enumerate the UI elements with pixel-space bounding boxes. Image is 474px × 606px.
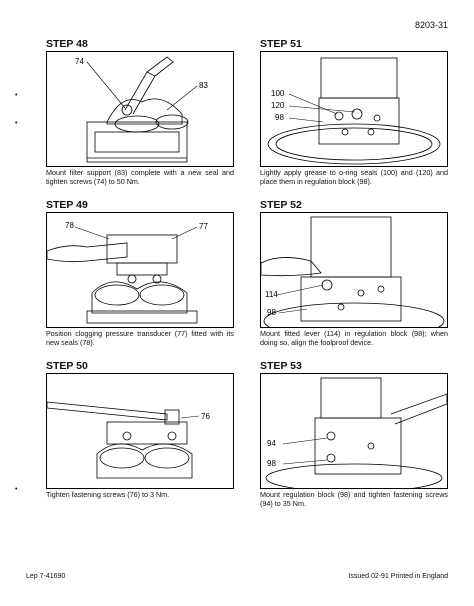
callout-label: 120 — [271, 101, 285, 110]
regulation-block-seals-illustration: 100 120 98 — [267, 57, 441, 165]
step-52: STEP 52 114 98 Mount fitted lever (114) … — [260, 199, 448, 347]
document-code: Lep 7-41690 — [26, 573, 66, 580]
step-caption: Mount filter support (83) complete with … — [46, 168, 234, 186]
step-title: STEP 52 — [260, 199, 302, 211]
step-51: STEP 51 100 120 98 Lightly a — [260, 38, 448, 186]
callout-label: 78 — [65, 221, 74, 230]
fitted-lever-illustration: 114 98 — [261, 216, 445, 327]
margin-mark: • — [15, 486, 18, 493]
step-53-figure: 94 98 — [260, 373, 448, 489]
step-51-figure: 100 120 98 — [260, 51, 448, 167]
step-title: STEP 49 — [46, 199, 88, 211]
callout-label: 77 — [199, 222, 208, 231]
step-48-figure: 74 83 — [46, 51, 234, 167]
callout-label: 100 — [271, 89, 285, 98]
step-title: STEP 51 — [260, 38, 302, 50]
step-caption: Tighten fastening screws (76) to 3 Nm. — [46, 490, 170, 499]
step-49: STEP 49 78 77 Position clogging pressure… — [46, 199, 234, 347]
callout-label: 98 — [275, 113, 284, 122]
step-50: STEP 50 76 Tighten fastening screws (76)… — [46, 360, 234, 500]
fastening-screws-illustration: 76 — [47, 401, 210, 479]
step-title: STEP 48 — [46, 38, 88, 50]
filter-support-illustration: 74 83 — [75, 56, 208, 163]
step-title: STEP 50 — [46, 360, 88, 372]
margin-mark: • — [15, 92, 18, 99]
callout-label: 98 — [267, 308, 276, 317]
callout-label: 74 — [75, 57, 84, 66]
callout-label: 83 — [199, 81, 208, 90]
regulation-block-mount-illustration: 94 98 — [265, 377, 447, 488]
callout-label: 76 — [201, 412, 210, 421]
step-50-figure: 76 — [46, 373, 234, 489]
callout-label: 114 — [265, 290, 278, 299]
step-53: STEP 53 94 98 Mount regulation block (98… — [260, 360, 448, 508]
issue-info: Issued 02-91 Printed in England — [348, 573, 448, 580]
step-caption: Mount regulation block (98) and tighten … — [260, 490, 448, 508]
pressure-transducer-illustration: 78 77 — [47, 221, 208, 324]
step-52-figure: 114 98 — [260, 212, 448, 328]
step-49-figure: 78 77 — [46, 212, 234, 328]
step-caption: Mount fitted lever (114) in regulation b… — [260, 329, 448, 347]
margin-mark: • — [15, 120, 18, 127]
page-number: 8203-31 — [414, 20, 448, 30]
step-caption: Lightly apply grease to o-ring seals (10… — [260, 168, 448, 186]
step-title: STEP 53 — [260, 360, 302, 372]
callout-label: 98 — [267, 459, 276, 468]
step-caption: Position clogging pressure transducer (7… — [46, 329, 234, 347]
callout-label: 94 — [267, 439, 276, 448]
step-48: STEP 48 74 83 Mount filter support (83) … — [46, 38, 234, 186]
